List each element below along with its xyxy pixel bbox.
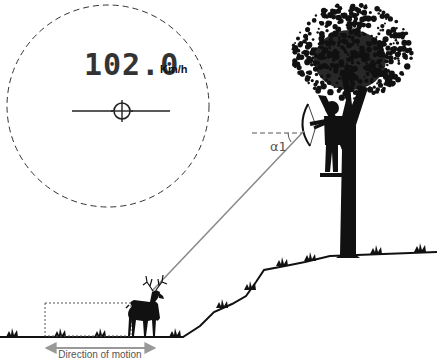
deer [126,275,167,336]
tree-stand [320,173,346,177]
angle-arc [288,133,291,142]
angle-label: α1 [270,140,287,153]
motion-box [45,303,131,336]
grass-tufts [6,243,426,337]
line-of-sight [152,131,304,291]
crosshair [72,100,170,122]
speed-unit: Km/h [160,64,188,75]
hill-outline [0,252,437,337]
hunter [302,101,343,172]
motion-label: Direction of motion [58,350,141,360]
scope-view [7,5,209,207]
tree [291,3,413,258]
direction-arrow [47,347,154,349]
horizontal-reference [252,133,302,134]
